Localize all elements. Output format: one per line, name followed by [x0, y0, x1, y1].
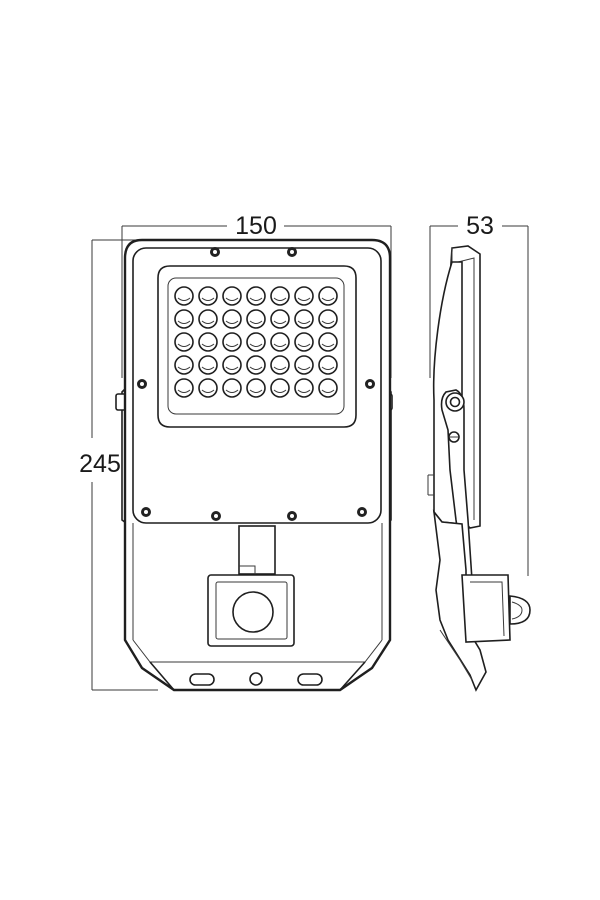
led-lens-highlight [201, 343, 215, 347]
led-lens-highlight [201, 320, 215, 324]
screw-head [144, 510, 148, 514]
screw-head [213, 250, 217, 254]
motion-sensor-face [215, 581, 288, 640]
dimension-lines [91, 225, 529, 691]
led-lens-highlight [249, 366, 263, 370]
width-dimension-label: 150 [235, 212, 277, 240]
height-dimension-label: 245 [79, 450, 121, 478]
led-lens [174, 355, 194, 375]
led-lens [198, 286, 218, 306]
led-lens [270, 355, 290, 375]
mounting-slot-left [189, 673, 215, 686]
led-grid [174, 286, 338, 398]
led-lens-highlight [297, 389, 311, 393]
motion-sensor-lens [232, 591, 274, 633]
led-lens-highlight [201, 366, 215, 370]
side-sensor-housing [461, 574, 511, 643]
screw-head [360, 510, 364, 514]
led-lens-highlight [321, 297, 335, 301]
led-lens [222, 355, 242, 375]
screws [137, 247, 375, 521]
led-lens-highlight [321, 366, 335, 370]
led-lens [318, 332, 338, 352]
depth-dimension-label: 53 [466, 212, 494, 240]
screw-head [140, 382, 144, 386]
led-lens [198, 378, 218, 398]
led-lens [294, 332, 314, 352]
screw-head [368, 382, 372, 386]
led-lens-highlight [273, 343, 287, 347]
side-sensor-lens [509, 595, 531, 625]
led-lens [318, 355, 338, 375]
led-lens [222, 286, 242, 306]
led-lens [318, 286, 338, 306]
mounting-hole [249, 672, 263, 686]
screw-head [290, 514, 294, 518]
led-lens [270, 378, 290, 398]
led-inner-frame [167, 277, 345, 415]
led-lens-highlight [177, 389, 191, 393]
led-lens-highlight [201, 297, 215, 301]
led-lens [198, 309, 218, 329]
led-lens-highlight [249, 389, 263, 393]
led-lens-highlight [177, 366, 191, 370]
led-lens [174, 378, 194, 398]
sensor-arm [238, 525, 276, 575]
led-lens-highlight [177, 297, 191, 301]
led-lens-highlight [225, 297, 239, 301]
led-lens [294, 286, 314, 306]
led-lens [318, 309, 338, 329]
led-lens-highlight [321, 389, 335, 393]
led-lens-highlight [177, 343, 191, 347]
led-lens-highlight [249, 297, 263, 301]
led-lens-highlight [201, 389, 215, 393]
led-lens-highlight [297, 297, 311, 301]
led-lens-highlight [297, 320, 311, 324]
led-lens [222, 309, 242, 329]
led-lens-highlight [225, 343, 239, 347]
led-lens [174, 332, 194, 352]
led-lens-highlight [297, 343, 311, 347]
side-lower-body [432, 509, 487, 692]
led-lens [270, 286, 290, 306]
led-lens [294, 355, 314, 375]
led-lens-highlight [273, 389, 287, 393]
led-lens [246, 332, 266, 352]
led-lens [246, 355, 266, 375]
led-lens-highlight [225, 366, 239, 370]
led-lens [222, 378, 242, 398]
led-lens-highlight [273, 297, 287, 301]
led-lens-highlight [273, 366, 287, 370]
led-lens [222, 332, 242, 352]
led-lens-highlight [225, 320, 239, 324]
side-pivot-inner [449, 396, 461, 408]
screw-head [214, 514, 218, 518]
led-lens [270, 309, 290, 329]
led-lens [294, 309, 314, 329]
led-lens [174, 309, 194, 329]
led-lens [198, 355, 218, 375]
led-lens [270, 332, 290, 352]
led-lens-highlight [297, 366, 311, 370]
side-view [427, 245, 531, 692]
led-lens-highlight [321, 343, 335, 347]
led-lens-highlight [273, 320, 287, 324]
screw-head [290, 250, 294, 254]
led-lens [246, 286, 266, 306]
led-lens [246, 378, 266, 398]
led-lens-highlight [249, 343, 263, 347]
led-lens [294, 378, 314, 398]
led-lens [198, 332, 218, 352]
led-lens-highlight [225, 389, 239, 393]
led-lens-highlight [249, 320, 263, 324]
led-lens [246, 309, 266, 329]
led-lens [174, 286, 194, 306]
front-view [115, 238, 393, 692]
led-lens [318, 378, 338, 398]
mounting-slot-right [297, 673, 323, 686]
led-lens-highlight [177, 320, 191, 324]
led-lens-highlight [321, 320, 335, 324]
